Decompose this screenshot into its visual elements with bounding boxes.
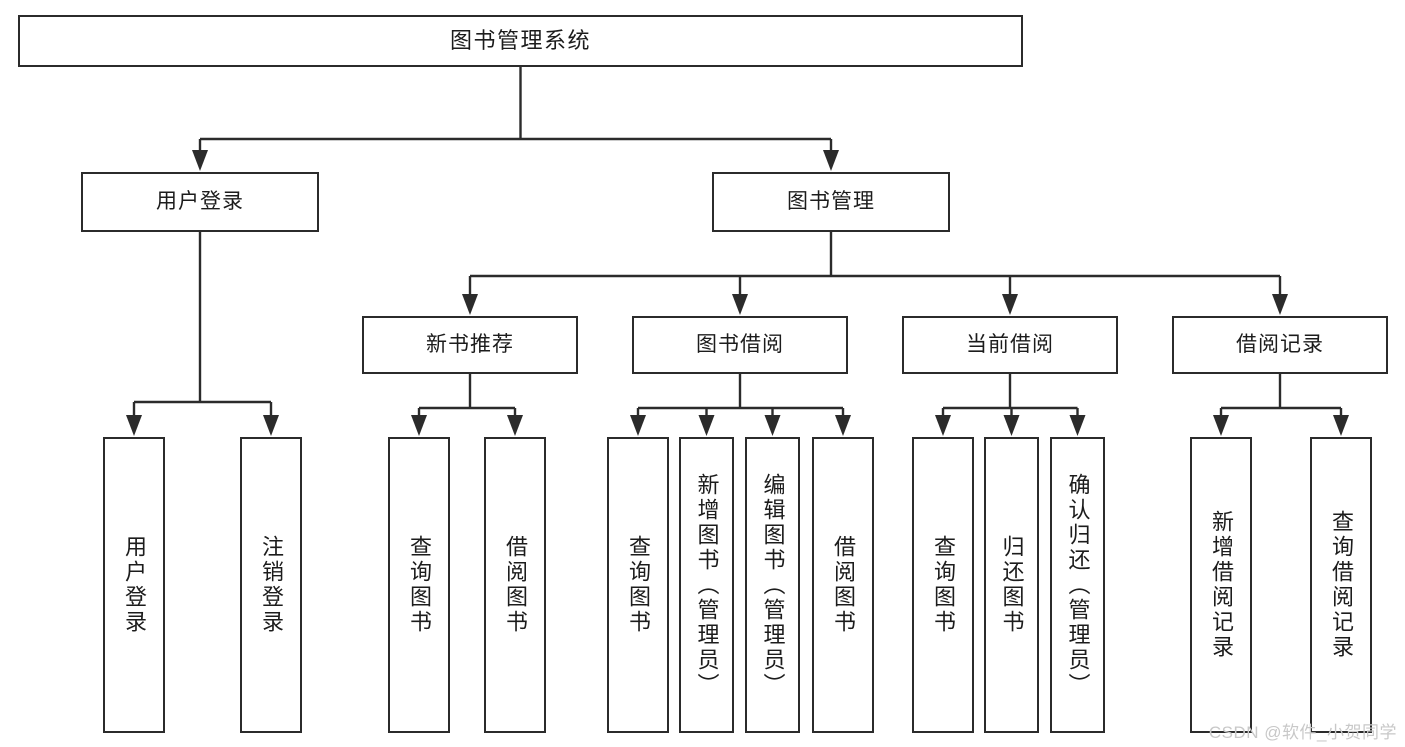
node-book-manage[interactable]: 图书管理 <box>712 172 950 232</box>
node-label-leaf-cb-query: 查询图书 <box>931 535 956 635</box>
edge-arrowhead-leaf-bb-add <box>698 415 715 436</box>
edge-arrowhead-leaf-bb-borrow <box>835 415 851 436</box>
node-label-leaf-bb-query: 查询图书 <box>626 535 651 635</box>
edge-arrowhead-leaf-cb-return <box>1003 415 1020 436</box>
node-label-leaf-bb-add: 新增图书（管理员） <box>694 472 720 698</box>
node-label-leaf-cb-confirm: 确认归还（管理员） <box>1065 472 1091 698</box>
node-leaf-bb-edit[interactable]: 编辑图书（管理员） <box>745 437 800 733</box>
node-leaf-br-query[interactable]: 查询借阅记录 <box>1310 437 1372 733</box>
edge-arrowhead-book-manage <box>823 150 839 171</box>
node-user-login[interactable]: 用户登录 <box>81 172 319 232</box>
edge-arrowhead-leaf-br-query <box>1333 415 1349 436</box>
node-leaf-cb-confirm[interactable]: 确认归还（管理员） <box>1050 437 1105 733</box>
node-leaf-cb-query[interactable]: 查询图书 <box>912 437 974 733</box>
node-label-book-borrow: 图书借阅 <box>696 332 784 356</box>
node-current-borrow[interactable]: 当前借阅 <box>902 316 1118 374</box>
edge-arrowhead-leaf-cb-query <box>935 415 951 436</box>
node-new-book-rec[interactable]: 新书推荐 <box>362 316 578 374</box>
node-label-leaf-logout: 注销登录 <box>259 535 284 635</box>
node-leaf-login[interactable]: 用户登录 <box>103 437 165 733</box>
node-borrow-record[interactable]: 借阅记录 <box>1172 316 1388 374</box>
node-label-leaf-bb-edit: 编辑图书（管理员） <box>760 472 786 698</box>
edge-arrowhead-leaf-login <box>126 415 142 436</box>
node-label-leaf-bb-borrow: 借阅图书 <box>831 535 856 635</box>
node-label-new-book-rec: 新书推荐 <box>426 332 514 356</box>
edge-arrowhead-leaf-br-add <box>1213 415 1229 436</box>
edge-arrowhead-leaf-bb-edit <box>764 415 781 436</box>
node-leaf-rec-query[interactable]: 查询图书 <box>388 437 450 733</box>
node-label-leaf-rec-borrow: 借阅图书 <box>503 535 528 635</box>
edge-arrowhead-leaf-bb-query <box>630 415 646 436</box>
node-leaf-logout[interactable]: 注销登录 <box>240 437 302 733</box>
edge-arrowhead-leaf-logout <box>263 415 279 436</box>
edge-arrowhead-borrow-record <box>1272 294 1288 315</box>
node-leaf-rec-borrow[interactable]: 借阅图书 <box>484 437 546 733</box>
node-label-leaf-br-query: 查询借阅记录 <box>1329 510 1354 660</box>
watermark-text: CSDN @软件_小贺同学 <box>1208 723 1397 742</box>
node-leaf-bb-borrow[interactable]: 借阅图书 <box>812 437 874 733</box>
node-leaf-bb-query[interactable]: 查询图书 <box>607 437 669 733</box>
edge-arrowhead-book-borrow <box>732 294 748 315</box>
node-label-root: 图书管理系统 <box>449 28 591 54</box>
node-label-book-manage: 图书管理 <box>787 189 875 213</box>
node-leaf-bb-add[interactable]: 新增图书（管理员） <box>679 437 734 733</box>
edge-arrowhead-current-borrow <box>1002 294 1018 315</box>
node-leaf-br-add[interactable]: 新增借阅记录 <box>1190 437 1252 733</box>
edge-arrowhead-leaf-cb-confirm <box>1069 415 1086 436</box>
edge-arrowhead-leaf-rec-query <box>411 415 427 436</box>
node-leaf-cb-return[interactable]: 归还图书 <box>984 437 1039 733</box>
node-label-user-login: 用户登录 <box>156 189 244 213</box>
node-label-current-borrow: 当前借阅 <box>966 332 1054 356</box>
edge-arrowhead-leaf-rec-borrow <box>507 415 523 436</box>
edge-arrowhead-user-login <box>192 150 208 171</box>
node-label-leaf-cb-return: 归还图书 <box>999 535 1025 635</box>
node-book-borrow[interactable]: 图书借阅 <box>632 316 848 374</box>
node-label-leaf-br-add: 新增借阅记录 <box>1209 510 1234 660</box>
node-label-leaf-rec-query: 查询图书 <box>407 535 432 635</box>
node-label-borrow-record: 借阅记录 <box>1236 332 1324 356</box>
node-label-leaf-login: 用户登录 <box>122 535 147 635</box>
edge-arrowhead-new-book-rec <box>462 294 478 315</box>
node-root[interactable]: 图书管理系统 <box>18 15 1023 67</box>
